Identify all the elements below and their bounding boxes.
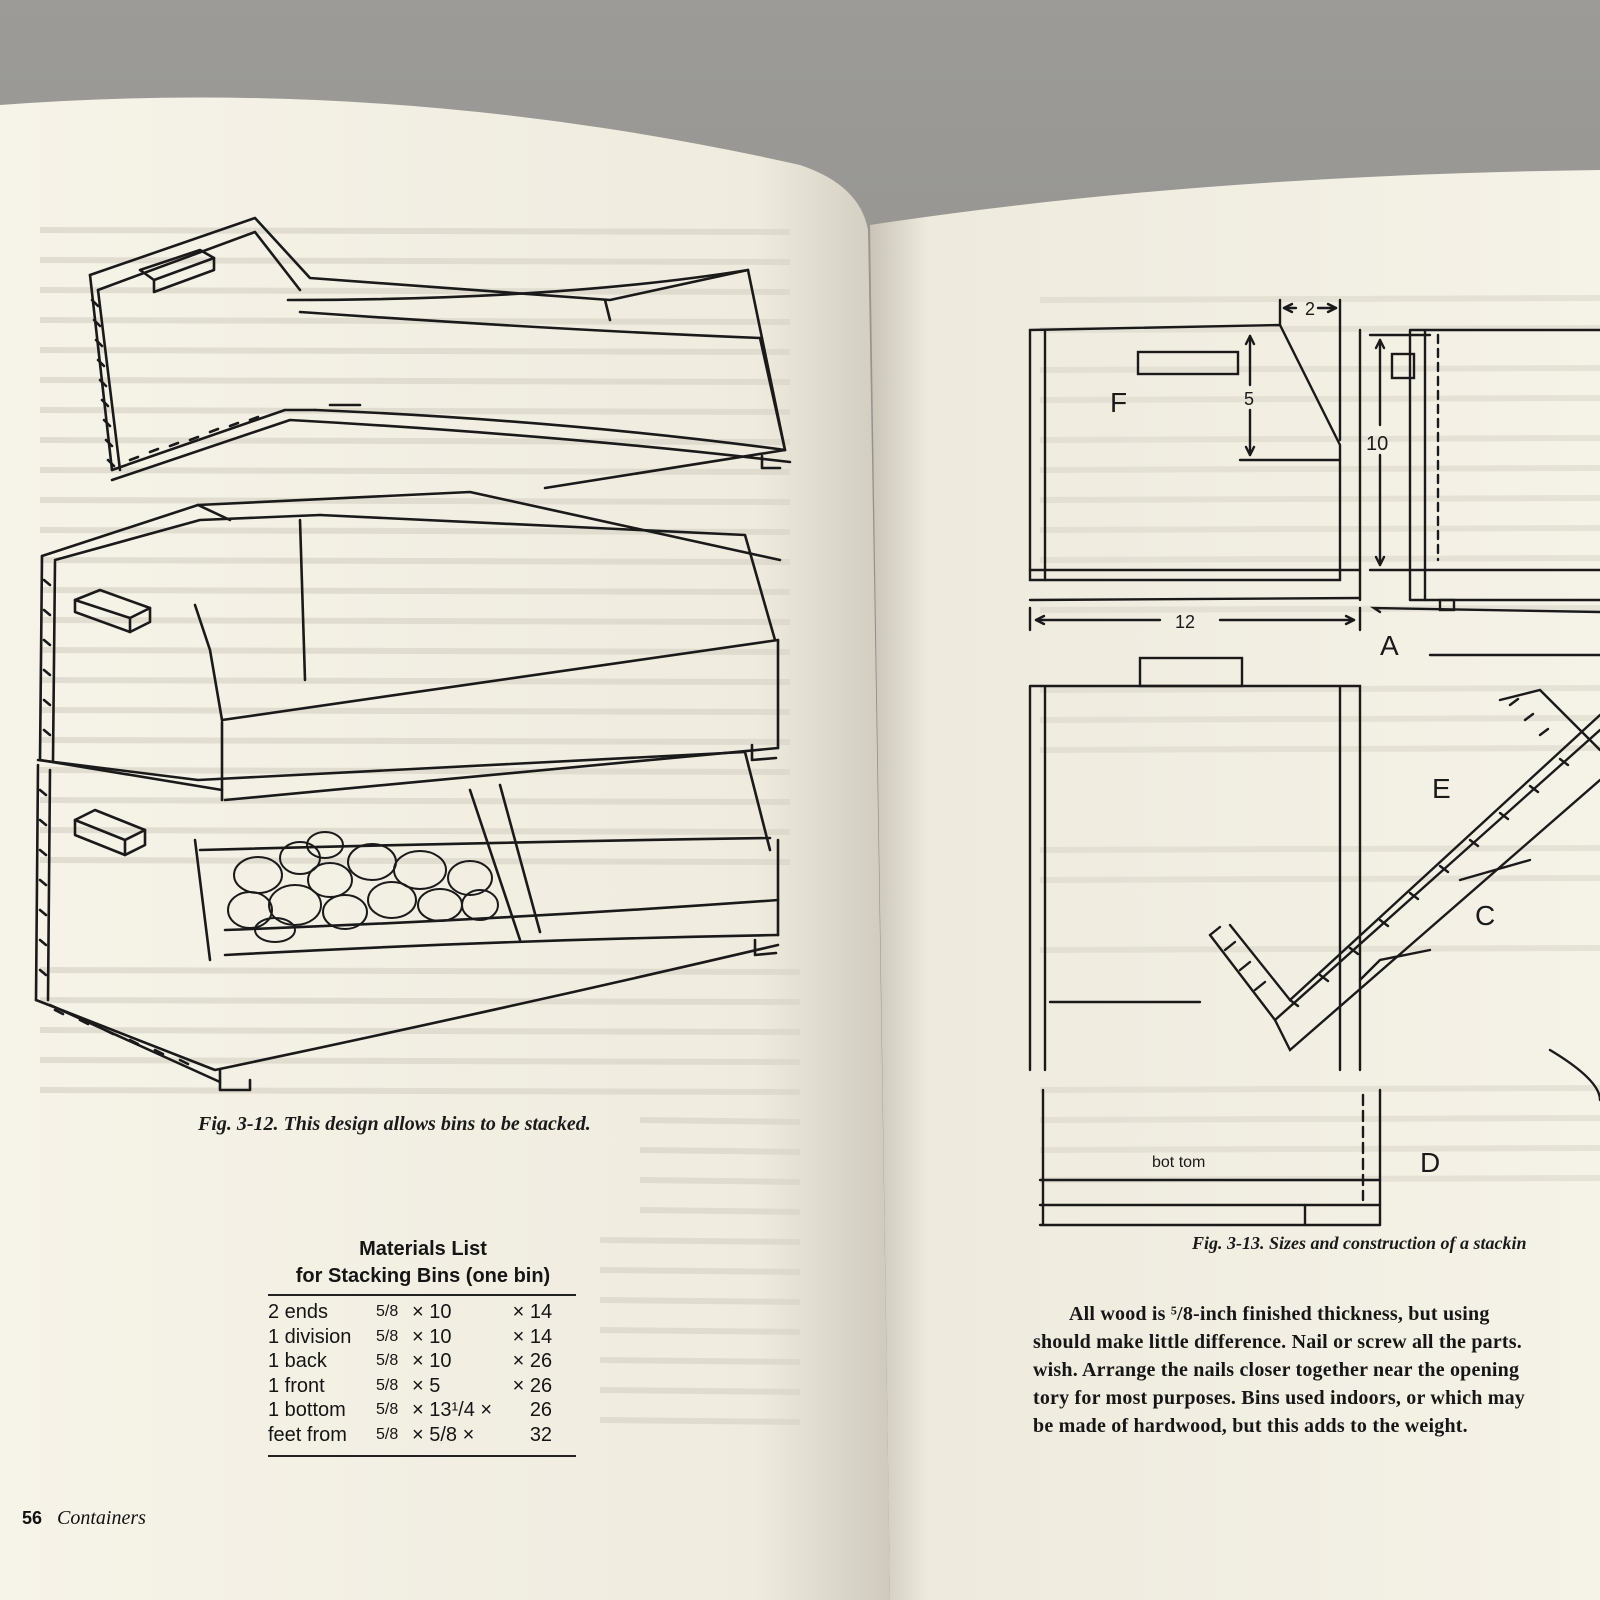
dim-label-12: 12 xyxy=(1175,612,1195,632)
materials-cell-d3: 32 xyxy=(529,1423,553,1446)
top-bin xyxy=(88,216,792,490)
figure-caption-text: This design allows bins to be stacked. xyxy=(283,1113,591,1135)
construction-drawing xyxy=(1028,298,1600,1227)
materials-cell-d2: × 10 xyxy=(412,1301,452,1323)
materials-list: Materials List for Stacking Bins (one bi… xyxy=(268,1236,578,1461)
body-line: tory for most purposes. Bins used indoor… xyxy=(1033,1387,1525,1409)
materials-cell-d2: × 10 xyxy=(412,1350,452,1372)
dim-label-2: 2 xyxy=(1305,299,1315,319)
materials-cell-d1: 5/8 xyxy=(376,1425,399,1443)
part-label-a: A xyxy=(1380,630,1399,661)
part-f-outline xyxy=(1028,323,1342,582)
dim-label-10: 10 xyxy=(1366,433,1388,455)
top-rule xyxy=(268,1294,576,1296)
figure-number-right: Fig. 3-13. xyxy=(1192,1233,1265,1253)
materials-cell-part: 1 bottom xyxy=(268,1399,346,1421)
materials-cell-d1: 5/8 xyxy=(376,1327,399,1345)
materials-cell-d1: 5/8 xyxy=(376,1303,399,1320)
running-head: Containers xyxy=(57,1507,146,1529)
part-label-c: C xyxy=(1475,900,1495,931)
bottom-bin xyxy=(34,750,780,1092)
stacking-bins-illustration xyxy=(34,216,792,1092)
bottom-rule xyxy=(268,1455,576,1457)
stones xyxy=(227,831,499,943)
materials-cell-d3: 26 xyxy=(529,1399,553,1421)
body-line: should make little difference. Nail or s… xyxy=(1033,1331,1522,1353)
bleed-through-text xyxy=(39,227,801,1425)
materials-subtitle: for Stacking Bins (one bin) xyxy=(295,1265,551,1287)
materials-row: 2 ends 5/8 × 10 × 14 xyxy=(268,1300,552,1325)
construction-labels: 2 5 10 12 F A E C D bot tom xyxy=(1110,299,1495,1178)
figure-number: Fig. 3-12. xyxy=(198,1113,279,1135)
materials-cell-part: 1 back xyxy=(268,1350,327,1372)
page-footer: 56 Containers xyxy=(22,1507,146,1530)
materials-row: 1 bottom 5/8 × 13¹/4 × 26 xyxy=(268,1398,552,1423)
materials-row: 1 back 5/8 × 10 × 26 xyxy=(268,1349,552,1374)
materials-cell-d3: × 14 xyxy=(512,1301,553,1323)
part-label-d: D xyxy=(1420,1147,1440,1178)
materials-cell-d3: × 14 xyxy=(512,1325,553,1348)
materials-cell-d1: 5/8 xyxy=(376,1401,399,1418)
part-label-e: E xyxy=(1432,773,1451,804)
body-line: be made of hardwood, but this adds to th… xyxy=(1033,1415,1468,1437)
materials-cell-d3: × 26 xyxy=(512,1350,553,1372)
materials-cell-d1: 5/8 xyxy=(376,1352,399,1369)
body-text: All wood is ⁵/8-inch finished thickness,… xyxy=(1033,1300,1600,1440)
figure-caption-text-right: Sizes and construction of a stackin xyxy=(1269,1233,1527,1253)
materials-cell-part: 1 division xyxy=(268,1325,352,1348)
materials-cell-d2: × 13¹/4 × xyxy=(412,1399,493,1421)
materials-row: 1 front 5/8 × 5 × 26 xyxy=(268,1374,552,1399)
part-label-f: F xyxy=(1110,387,1127,418)
materials-row: feet from 5/8 × 5/8 × 32 xyxy=(268,1423,552,1448)
dim-label-5: 5 xyxy=(1244,389,1254,409)
materials-title: Materials List xyxy=(359,1238,487,1260)
materials-row: 1 division 5/8 × 10 × 14 xyxy=(268,1325,552,1350)
materials-cell-part: 1 front xyxy=(268,1374,325,1397)
materials-cell-d1: 5/8 xyxy=(376,1376,399,1394)
page-number: 56 xyxy=(22,1508,43,1528)
materials-cell-d3: × 26 xyxy=(512,1374,553,1397)
materials-cell-d2: × 5 xyxy=(412,1374,441,1397)
figure-caption-3-13: Fig. 3-13. Sizes and construction of a s… xyxy=(1192,1233,1527,1254)
bottom-label: bot tom xyxy=(1152,1154,1205,1171)
body-line: wish. Arrange the nails closer together … xyxy=(1033,1359,1520,1381)
figure-caption-3-12: Fig. 3-12. This design allows bins to be… xyxy=(198,1113,591,1136)
materials-cell-d2: × 5/8 × xyxy=(412,1423,475,1446)
materials-cell-part: 2 ends xyxy=(268,1301,329,1323)
materials-cell-d2: × 10 xyxy=(412,1325,452,1348)
bleed-through-text-right xyxy=(1039,295,1600,1183)
body-line: All wood is ⁵/8-inch finished thickness,… xyxy=(1069,1303,1490,1325)
materials-cell-part: feet from xyxy=(268,1423,347,1446)
